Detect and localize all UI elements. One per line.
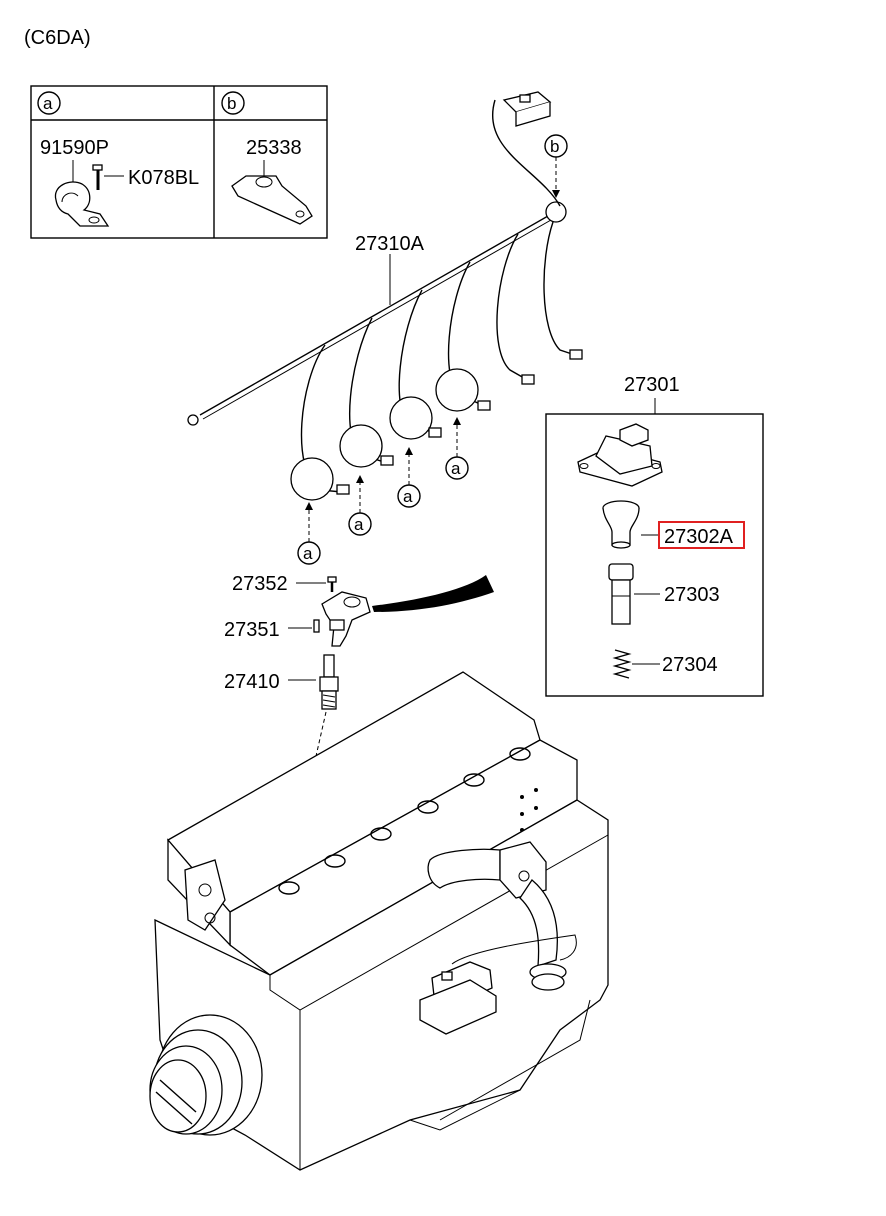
clamp-icon <box>54 160 124 227</box>
coil-boot-icon <box>602 500 660 549</box>
harness-top-connector-icon <box>502 91 552 127</box>
part-27302A-label[interactable]: 27302A <box>664 526 734 548</box>
part-25338-label[interactable]: 25338 <box>246 137 302 159</box>
svg-text:a: a <box>451 459 461 478</box>
detail-a-marker[interactable]: a <box>37 91 61 115</box>
svg-text:b: b <box>550 137 559 156</box>
part-27301-label[interactable]: 27301 <box>624 374 680 396</box>
part-27310A-label[interactable]: 27310A <box>355 233 425 255</box>
svg-text:a: a <box>354 515 364 534</box>
bolt-icon <box>327 576 337 592</box>
detail-b-marker[interactable]: b <box>221 91 245 115</box>
part-27352-label[interactable]: 27352 <box>232 573 288 595</box>
part-27303-label[interactable]: 27303 <box>664 584 720 606</box>
engine-block <box>149 671 609 1171</box>
wiring-harness <box>187 91 583 501</box>
ignition-coil-icon <box>577 423 663 487</box>
marker-b-harness[interactable]: b <box>544 134 568 198</box>
part-27304-label[interactable]: 27304 <box>662 654 718 676</box>
svg-text:a: a <box>403 487 413 506</box>
marker-a-2[interactable]: a <box>348 475 372 536</box>
coil-assembly-box <box>545 398 764 697</box>
part-K078BL-label[interactable]: K078BL <box>128 167 199 189</box>
block-sensor-icon <box>419 934 577 1035</box>
part-27351-label[interactable]: 27351 <box>224 619 280 641</box>
crank-pulley-icon <box>149 1014 263 1136</box>
highlight-box-27302A <box>658 521 745 549</box>
marker-a-1[interactable]: a <box>297 502 321 565</box>
svg-text:a: a <box>303 544 313 563</box>
marker-a-3[interactable]: a <box>397 447 421 508</box>
bracket-icon <box>231 160 313 225</box>
marker-a-4[interactable]: a <box>445 417 469 480</box>
pin-icon <box>313 619 320 633</box>
detail-table: a b 91590P K078BL 25338 <box>30 85 328 239</box>
sensor-icon <box>321 575 494 647</box>
spark-plug-icon <box>319 654 339 710</box>
engine-code-label: (C6DA) <box>24 27 91 49</box>
coil-spring-icon <box>612 649 660 679</box>
coil-rod-icon <box>608 563 660 625</box>
water-pipe-icon <box>427 841 567 991</box>
part-27410-label[interactable]: 27410 <box>224 671 280 693</box>
svg-text:a: a <box>43 94 53 113</box>
part-91590P-label[interactable]: 91590P <box>40 137 109 159</box>
svg-text:b: b <box>227 94 236 113</box>
